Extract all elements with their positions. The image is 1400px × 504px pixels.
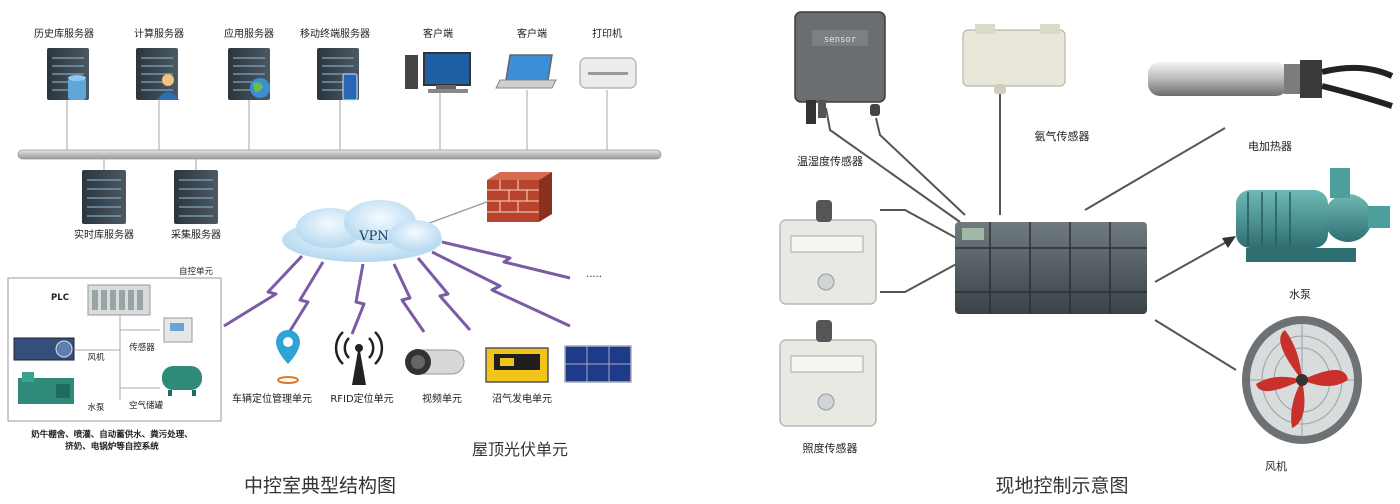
server-icon	[47, 48, 89, 100]
compute-server-label: 计算服务器	[134, 27, 184, 40]
client-label-2: 客户端	[517, 27, 547, 40]
client-label-1: 客户端	[423, 27, 453, 40]
electric-heater-icon	[1148, 60, 1394, 109]
heater-label: 电加热器	[1248, 140, 1292, 153]
temp-humidity-label: 温湿度传感器	[797, 154, 863, 168]
plc-label: PLC	[51, 293, 69, 303]
field-wiring	[825, 90, 1237, 371]
right-caption: 现地控制示意图	[995, 475, 1128, 497]
fan-unit-icon	[13, 337, 75, 361]
axial-fan-icon	[1242, 316, 1362, 444]
printer-label: 打印机	[592, 27, 622, 40]
collector-server-label: 采集服务器	[171, 228, 221, 241]
pv-unit-label: 屋顶光伏单元	[472, 440, 568, 459]
server-icon	[174, 170, 218, 224]
central-control-diagram: 历史库服务器 计算服务器 应用服务器 移动终端服务器 客户端 客户端 打印机	[7, 27, 662, 497]
air-tank-icon	[162, 366, 202, 396]
desktop-computer-icon	[405, 52, 471, 93]
pump-arrow-line	[1154, 239, 1231, 283]
control-desc-line1: 奶牛棚舍、喷灌、自动蓄供水、粪污处理、	[30, 429, 193, 440]
vehicle-unit-label: 车辆定位管理单元	[232, 392, 312, 405]
server-icon	[317, 48, 359, 101]
control-wiring	[75, 315, 160, 400]
temp-humidity-sensor-icon: sensor	[794, 11, 886, 124]
bus-connectors	[66, 90, 608, 170]
ellipsis-label: ·····	[586, 272, 602, 283]
pump-unit-icon	[18, 372, 74, 404]
vpn-cloud-icon	[282, 200, 442, 262]
location-pin-icon	[276, 330, 300, 384]
pump-right-label: 水泵	[1289, 288, 1311, 301]
field-control-diagram: sensor 温湿度传感器 氨气传感器 电加热器	[779, 11, 1394, 497]
ammonia-sensor-icon	[962, 24, 1066, 94]
video-unit-label: 视频单元	[422, 392, 462, 405]
wireless-links	[223, 240, 571, 335]
sensor-label: 传感器	[129, 342, 155, 353]
illuminance-sensor-icon	[779, 320, 877, 427]
plc-icon	[87, 284, 151, 316]
control-unit-title: 自控单元	[179, 266, 214, 277]
illuminance-label: 照度传感器	[803, 441, 858, 455]
sensor-panel-icon	[163, 317, 193, 343]
firewall-icon	[487, 172, 552, 222]
realtime-server-label: 实时库服务器	[74, 228, 134, 241]
fan-right-label: 风机	[1265, 459, 1287, 473]
pump-arrow-head	[1222, 236, 1236, 248]
water-pump-icon	[1236, 168, 1390, 262]
camera-icon	[405, 349, 465, 375]
biogas-unit-label: 沼气发电单元	[492, 392, 552, 405]
sensor-brand-text: sensor	[824, 35, 857, 45]
printer-icon	[579, 57, 637, 89]
sensor-box-icon	[779, 200, 877, 305]
ammonia-label: 氨气传感器	[1035, 129, 1090, 143]
control-desc-line2: 挤奶、电锅炉等自控系统	[65, 441, 159, 452]
left-caption: 中控室典型结构图	[244, 475, 396, 497]
server-icon	[228, 48, 270, 100]
laptop-icon	[495, 54, 557, 89]
plc-controller-icon	[955, 222, 1147, 314]
rfid-unit-label: RFID定位单元	[330, 392, 393, 405]
mobile-server-label: 移动终端服务器	[300, 27, 370, 40]
pump-label: 水泵	[87, 402, 105, 413]
network-bus	[17, 149, 662, 160]
server-icon	[136, 48, 179, 100]
solar-panel-icon	[564, 345, 632, 383]
server-icon	[82, 170, 126, 224]
vpn-label: VPN	[358, 229, 389, 244]
biogas-generator-icon	[485, 347, 549, 383]
rfid-antenna-icon	[334, 331, 384, 385]
app-server-label: 应用服务器	[224, 27, 274, 40]
history-server-label: 历史库服务器	[34, 27, 94, 40]
fan-label: 风机	[87, 352, 105, 363]
air-tank-label: 空气储罐	[129, 400, 164, 411]
